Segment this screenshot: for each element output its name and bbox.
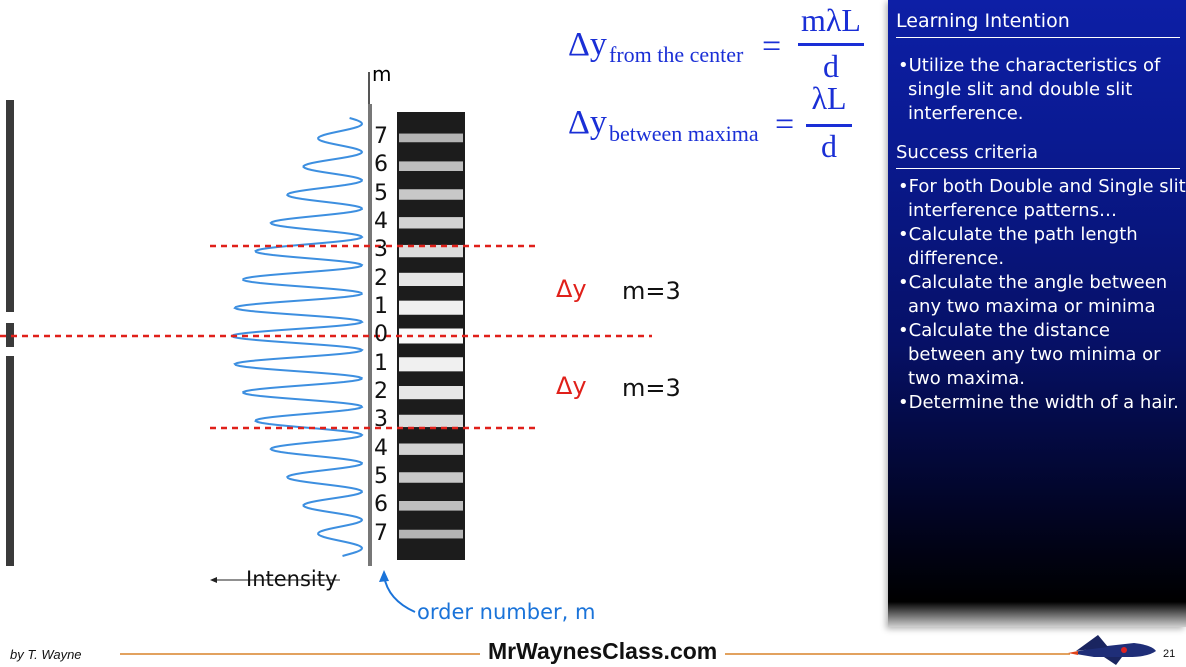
bright-fringe bbox=[399, 217, 463, 229]
bright-fringe bbox=[399, 357, 463, 372]
bright-fringe bbox=[399, 300, 463, 315]
order-number-label: order number, m bbox=[417, 600, 596, 624]
order-number: 0 bbox=[374, 322, 388, 347]
bright-fringe bbox=[399, 472, 463, 483]
order-number: 4 bbox=[374, 436, 388, 461]
objectives-panel: Learning Intention Utilize the character… bbox=[888, 0, 1186, 627]
formula-numerator: λL bbox=[811, 80, 847, 116]
order-number: 2 bbox=[374, 379, 388, 404]
bright-fringe bbox=[399, 529, 463, 539]
formula-denominator: d bbox=[821, 128, 837, 164]
formula-numerator: mλL bbox=[801, 2, 861, 38]
m-axis-label: m bbox=[372, 62, 392, 86]
delta-y-top: Δy bbox=[556, 275, 587, 303]
order-number: 6 bbox=[374, 152, 388, 177]
interference-diagram bbox=[0, 72, 652, 613]
formula-delta: Δy bbox=[568, 26, 607, 63]
fraction-line bbox=[806, 124, 852, 127]
learning-intention-title: Learning Intention bbox=[896, 10, 1070, 32]
order-number: 7 bbox=[374, 521, 388, 546]
m-equals-top: m=3 bbox=[622, 277, 681, 305]
bright-fringe bbox=[399, 244, 463, 258]
learning-item: Utilize the characteristics of single sl… bbox=[898, 54, 1186, 126]
success-item: Calculate the distance between any two m… bbox=[898, 319, 1186, 391]
barrier-top bbox=[6, 100, 14, 312]
barrier-bottom bbox=[6, 356, 14, 566]
order-number: 1 bbox=[374, 294, 388, 319]
success-criteria-title: Success criteria bbox=[896, 142, 1039, 163]
panel-divider bbox=[896, 37, 1180, 38]
success-item: Determine the width of a hair. bbox=[898, 391, 1186, 415]
bright-fringe bbox=[399, 386, 463, 400]
barrier-middle bbox=[6, 323, 14, 347]
panel-divider bbox=[896, 168, 1180, 169]
order-number: 3 bbox=[374, 407, 388, 432]
site-name: MrWaynesClass.com bbox=[488, 638, 718, 664]
intensity-label: Intensity bbox=[246, 567, 338, 591]
fraction-line bbox=[798, 43, 864, 46]
bright-fringe bbox=[399, 133, 463, 143]
order-number: 6 bbox=[374, 492, 388, 517]
success-item: Calculate the angle between any two maxi… bbox=[898, 271, 1186, 319]
footer-rule bbox=[120, 653, 1070, 655]
bright-fringe bbox=[399, 501, 463, 511]
author-credit: by T. Wayne bbox=[10, 647, 82, 662]
bright-fringe bbox=[399, 189, 463, 200]
bright-fringe bbox=[399, 443, 463, 455]
order-number: 3 bbox=[374, 237, 388, 262]
formula-equals: = bbox=[775, 106, 795, 143]
formula-equals: = bbox=[762, 28, 782, 65]
order-number: 1 bbox=[374, 351, 388, 376]
formula-subscript: between maxima bbox=[609, 121, 759, 146]
order-number: 5 bbox=[374, 464, 388, 489]
success-item: For both Double and Single slit interfer… bbox=[898, 175, 1186, 223]
bright-fringe bbox=[399, 161, 463, 171]
success-item: Calculate the path length difference. bbox=[898, 223, 1186, 271]
order-number: 4 bbox=[374, 209, 388, 234]
order-number: 7 bbox=[374, 124, 388, 149]
formula-denominator: d bbox=[823, 48, 839, 84]
bright-fringe bbox=[399, 414, 463, 428]
order-number: 5 bbox=[374, 181, 388, 206]
order-arrow bbox=[383, 575, 416, 613]
rocket-icon bbox=[1068, 635, 1156, 665]
order-number: 2 bbox=[374, 266, 388, 291]
delta-y-bottom: Δy bbox=[556, 372, 587, 400]
page-number: 21 bbox=[1163, 648, 1176, 660]
formula-delta: Δy bbox=[568, 104, 607, 141]
formula-subscript: from the center bbox=[609, 42, 744, 67]
m-equals-bottom: m=3 bbox=[622, 374, 681, 402]
bright-fringe bbox=[399, 272, 463, 286]
